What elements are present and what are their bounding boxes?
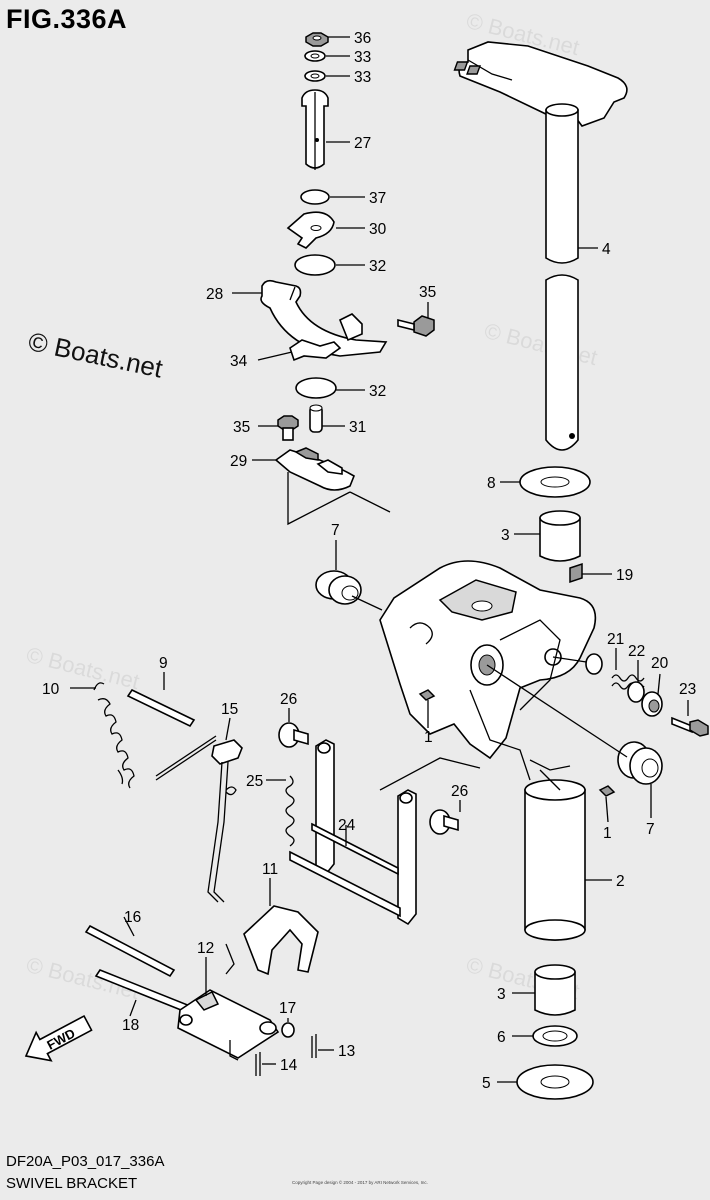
callout: 33 bbox=[354, 69, 371, 86]
callout: 8 bbox=[487, 475, 496, 492]
part-grease-nipple-1a bbox=[418, 689, 436, 701]
callout: 1 bbox=[603, 825, 612, 842]
part-washer-5 bbox=[516, 1064, 594, 1100]
callout: 24 bbox=[338, 817, 356, 834]
callout: 3 bbox=[501, 527, 510, 544]
callout-labels: 36 33 33 27 37 30 32 28 35 34 32 35 31 2… bbox=[42, 30, 696, 1092]
callout: 20 bbox=[651, 655, 669, 672]
part-washer-32a bbox=[294, 254, 336, 276]
part-cotter-13 bbox=[311, 1034, 317, 1058]
callout: 16 bbox=[124, 909, 141, 926]
callout: 28 bbox=[206, 286, 223, 303]
part-lever-28 bbox=[260, 279, 388, 357]
part-bolt-26b bbox=[429, 809, 459, 835]
callout: 7 bbox=[646, 821, 655, 838]
copyright-note: Copyright Page design © 2004 - 2017 by A… bbox=[292, 1180, 428, 1185]
callout: 22 bbox=[628, 643, 645, 660]
part-lever-24 bbox=[289, 739, 417, 926]
fwd-arrow-icon: FWD bbox=[24, 1014, 93, 1062]
callout: 35 bbox=[419, 284, 436, 301]
callout: 10 bbox=[42, 681, 60, 698]
callout: 37 bbox=[369, 190, 386, 207]
part-lock-12 bbox=[177, 989, 280, 1061]
part-bolt-23 bbox=[671, 716, 709, 737]
part-knob bbox=[585, 653, 603, 675]
part-bushing-3a bbox=[539, 510, 581, 562]
callout: 11 bbox=[262, 861, 278, 878]
part-washer-33b bbox=[304, 70, 326, 82]
callout: 26 bbox=[280, 691, 297, 708]
part-plate-29 bbox=[274, 447, 355, 491]
callout: 17 bbox=[279, 1000, 296, 1017]
part-spring-10 bbox=[93, 682, 135, 789]
part-bushing-7b bbox=[617, 741, 663, 785]
part-shaft-4 bbox=[453, 41, 628, 451]
part-ring-22 bbox=[627, 681, 645, 703]
part-washer-33a bbox=[304, 50, 326, 62]
callout: 15 bbox=[221, 701, 238, 718]
callout: 12 bbox=[197, 940, 214, 957]
part-swivel-bracket bbox=[379, 560, 597, 941]
callout: 5 bbox=[482, 1075, 491, 1092]
callout: 3 bbox=[497, 986, 506, 1003]
part-bushing-7a bbox=[315, 570, 362, 605]
callout: 27 bbox=[354, 135, 371, 152]
callout: 25 bbox=[246, 773, 263, 790]
callout: 23 bbox=[679, 681, 696, 698]
callout: 19 bbox=[616, 567, 633, 584]
part-bolt-35a bbox=[397, 315, 435, 337]
callout: 35 bbox=[233, 419, 250, 436]
part-washer-17 bbox=[281, 1022, 295, 1038]
part-link-15 bbox=[155, 735, 243, 903]
fwd-label: FWD bbox=[44, 1025, 77, 1052]
figure-title: FIG.336A bbox=[6, 4, 128, 34]
part-washer-32b bbox=[295, 377, 337, 399]
part-rod-9 bbox=[126, 688, 196, 728]
part-plate-30 bbox=[286, 211, 335, 249]
callout: 26 bbox=[451, 783, 468, 800]
callout: 29 bbox=[230, 453, 247, 470]
link-line bbox=[379, 757, 481, 791]
part-grease-nipple-1b bbox=[598, 785, 616, 797]
part-washer-37 bbox=[300, 189, 330, 205]
callout: 33 bbox=[354, 49, 371, 66]
part-bolt-35b bbox=[277, 415, 299, 441]
callout: 21 bbox=[607, 631, 624, 648]
part-ring-6 bbox=[532, 1025, 578, 1047]
part-pad-19 bbox=[569, 562, 583, 584]
callout: 2 bbox=[616, 873, 625, 890]
callout: 18 bbox=[122, 1017, 139, 1034]
callout: 7 bbox=[331, 522, 340, 539]
leader-lines bbox=[70, 36, 689, 1083]
figure-name: SWIVEL BRACKET bbox=[6, 1175, 138, 1192]
part-bushing-3b bbox=[534, 964, 576, 1016]
callout: 9 bbox=[159, 655, 168, 672]
callout: 32 bbox=[369, 383, 386, 400]
part-pin-27 bbox=[301, 89, 329, 170]
part-plate-34 bbox=[289, 339, 342, 362]
callout: 36 bbox=[354, 30, 371, 47]
callout: 32 bbox=[369, 258, 386, 275]
part-bushing-20 bbox=[641, 691, 663, 717]
part-spring-25 bbox=[285, 775, 295, 847]
part-nut-36 bbox=[305, 32, 329, 47]
part-pin-31 bbox=[309, 404, 323, 433]
part-rod-16 bbox=[84, 924, 176, 978]
callout: 1 bbox=[424, 729, 433, 746]
part-washer-8 bbox=[519, 466, 591, 498]
callout: 31 bbox=[349, 419, 366, 436]
part-cotter-14 bbox=[255, 1052, 261, 1076]
callout: 14 bbox=[280, 1057, 298, 1074]
part-bolt-26a bbox=[278, 722, 309, 748]
callout: 34 bbox=[230, 353, 248, 370]
callout: 6 bbox=[497, 1029, 506, 1046]
callout: 30 bbox=[369, 221, 387, 238]
part-clip-11 bbox=[225, 905, 319, 976]
callout: 4 bbox=[602, 241, 611, 258]
callout: 13 bbox=[338, 1043, 355, 1060]
figure-code: DF20A_P03_017_336A bbox=[6, 1153, 165, 1170]
